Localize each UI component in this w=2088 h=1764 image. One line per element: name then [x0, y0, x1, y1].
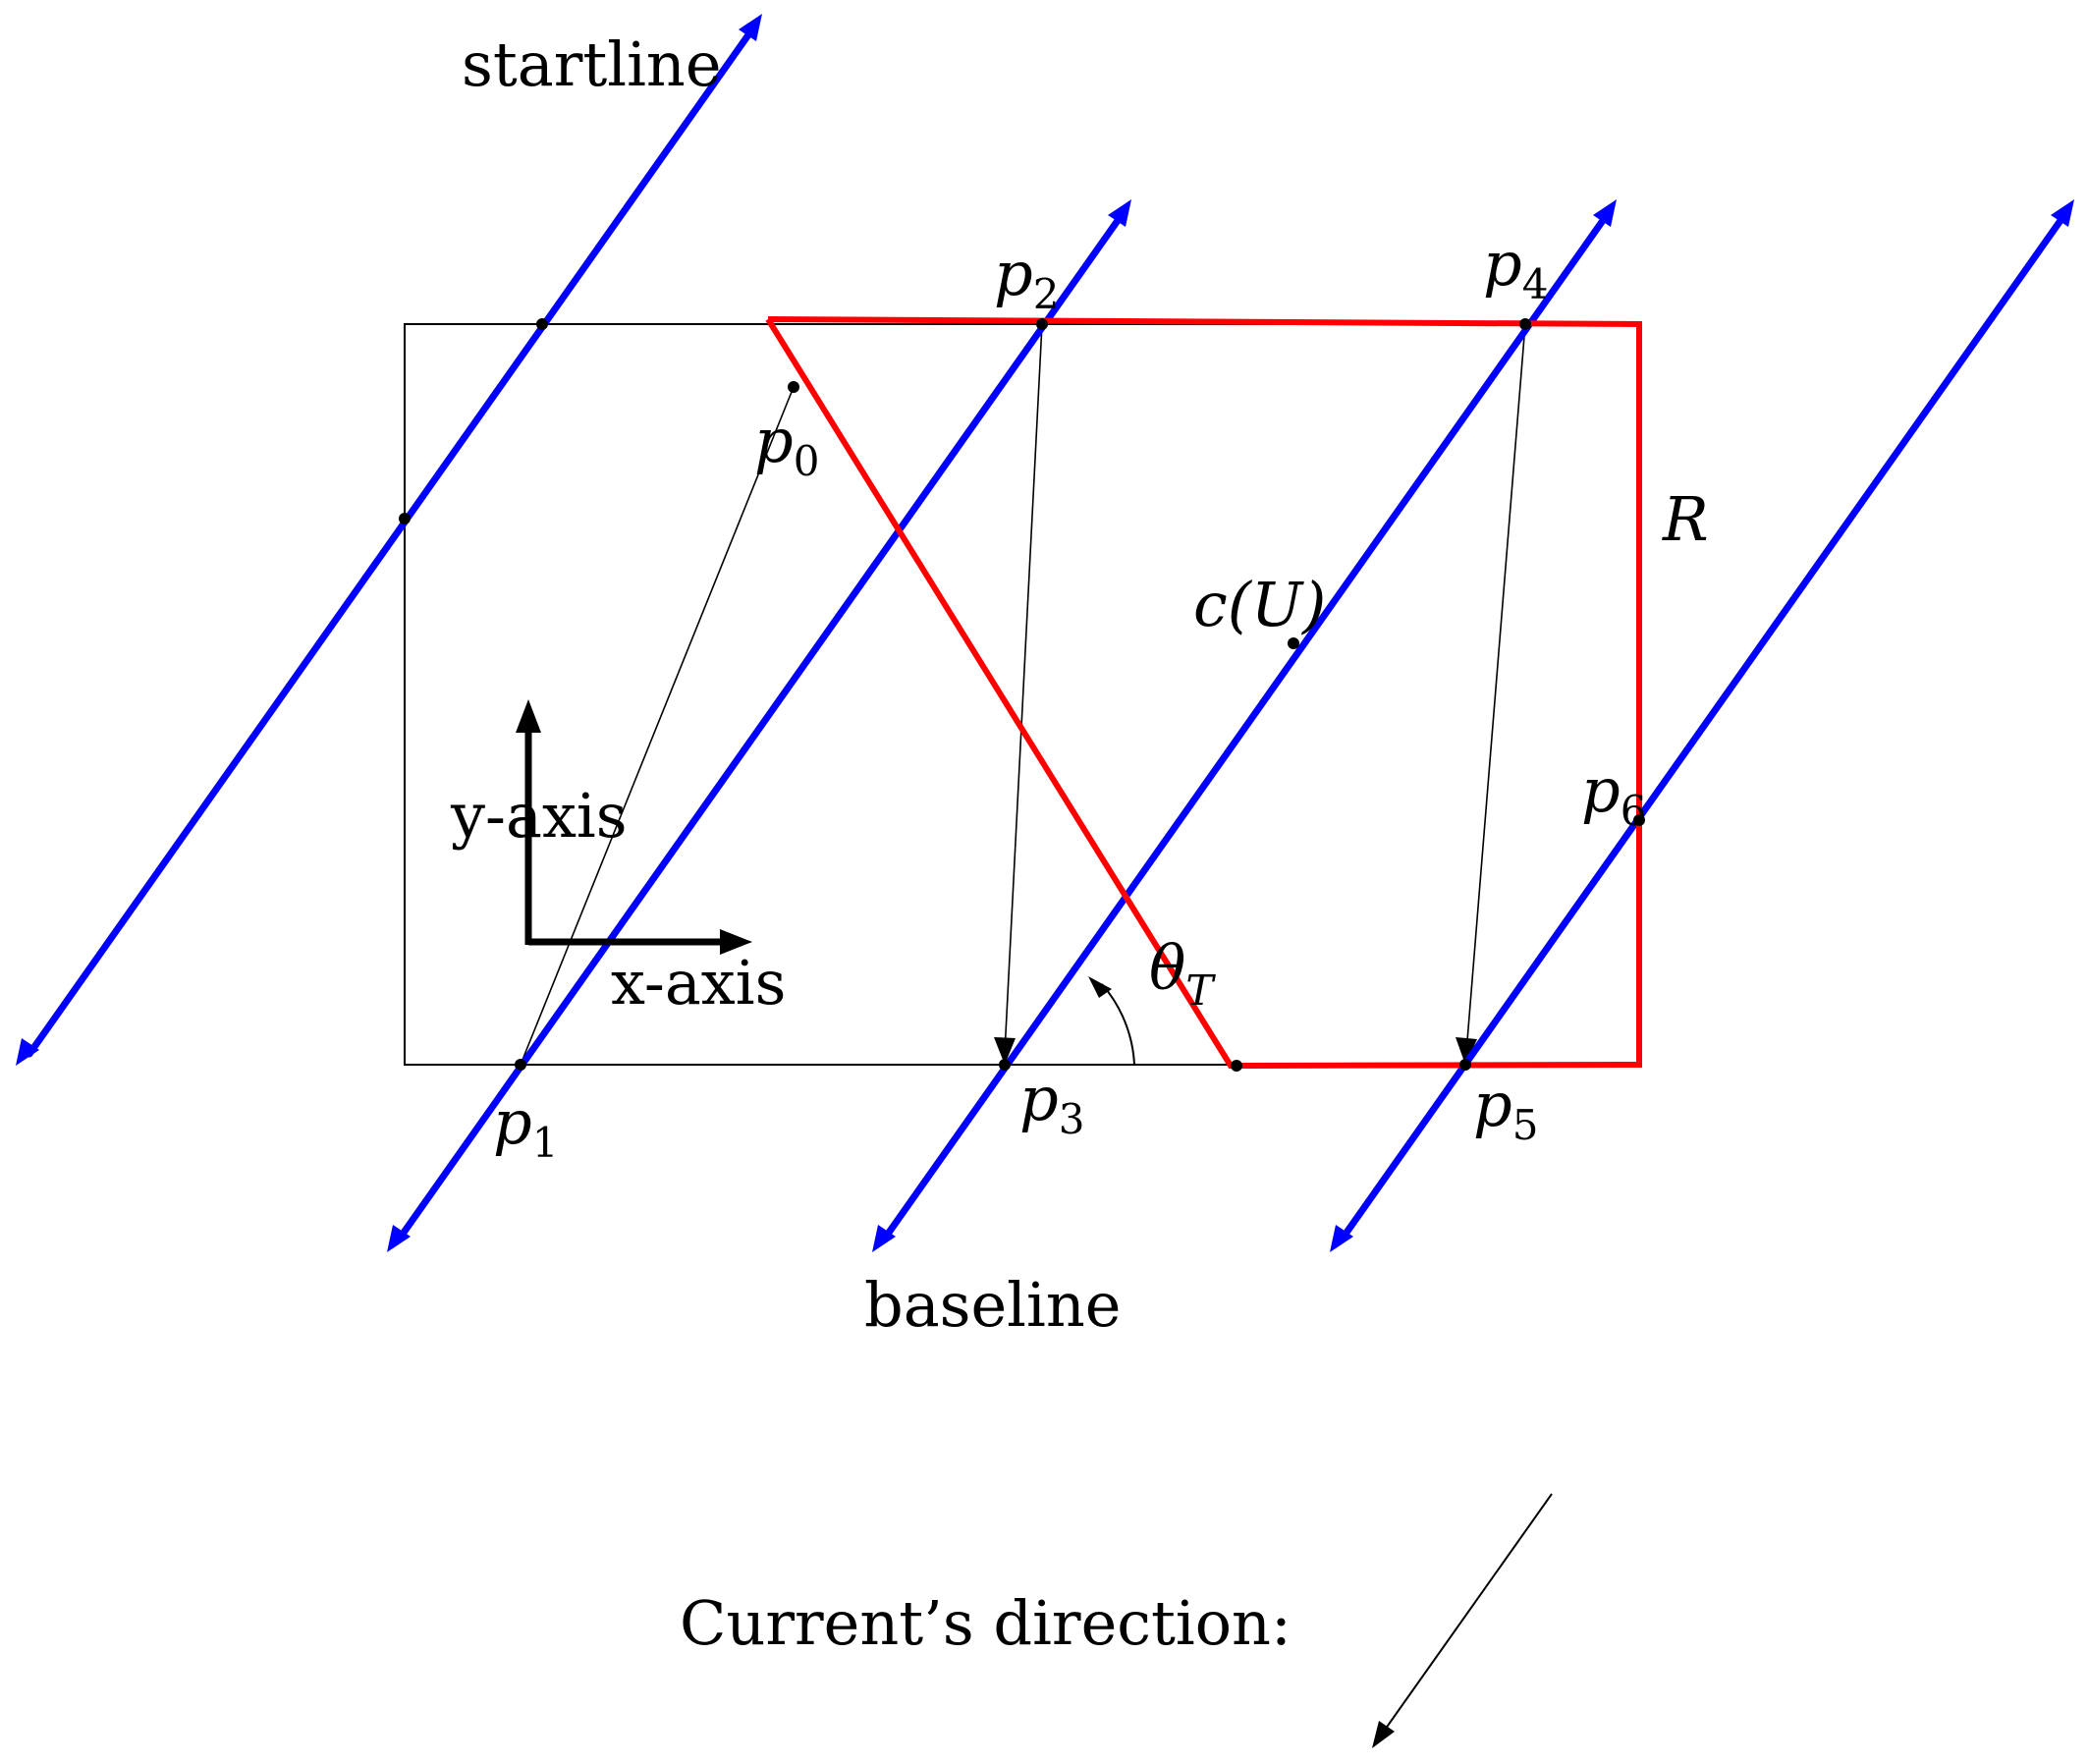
current-direction-label: Current’s direction: [680, 1587, 1291, 1659]
point-label-p0: p0 [754, 405, 819, 485]
axes [516, 699, 752, 955]
dot-p4 [1519, 318, 1531, 330]
dot-p6 [1633, 814, 1645, 826]
angle-arc [1101, 983, 1135, 1066]
arrowhead-p5 [1456, 1037, 1477, 1065]
dot-p3 [999, 1059, 1011, 1071]
point-label-p1: p1 [493, 1086, 558, 1167]
path-p4-p5 [1465, 323, 1526, 1054]
x-axis-arrowhead [720, 929, 752, 955]
track-line-startline [16, 14, 762, 1066]
region-outline [765, 316, 1642, 1070]
angle-label: θT [1149, 932, 1216, 1015]
baseline-label: baseline [864, 1269, 1121, 1341]
x-axis-label: x-axis [611, 947, 786, 1019]
arrowhead-p3 [994, 1037, 1016, 1065]
startline-label: startline [462, 28, 722, 100]
dot-startline-left [399, 513, 411, 524]
dot-p5 [1459, 1059, 1471, 1071]
dot-p0 [788, 381, 799, 393]
angle-arrowhead [1088, 976, 1112, 998]
point-label-p4: p4 [1483, 228, 1548, 308]
current-direction-arrowhead [1372, 1721, 1395, 1748]
region-label: R [1662, 483, 1709, 555]
current-direction-arrow [1382, 1493, 1553, 1734]
point-label-p2: p2 [994, 238, 1059, 318]
path-p2-p3 [1004, 323, 1043, 1054]
dot-p2 [1036, 318, 1048, 330]
dot-region-corner [1231, 1060, 1242, 1072]
point-label-p3: p3 [1019, 1063, 1084, 1143]
centroid-label: c(U) [1193, 569, 1326, 640]
angle-subscript: T [1185, 966, 1216, 1015]
dot-p1 [515, 1059, 526, 1071]
point-label-p5: p5 [1473, 1069, 1538, 1149]
dot-centroid [1288, 637, 1299, 649]
y-axis-label: y-axis [450, 780, 628, 852]
angle-symbol: θ [1149, 932, 1185, 1004]
y-axis-arrowhead [516, 699, 541, 733]
point-label-p6: p6 [1581, 754, 1646, 835]
dot-startline-top [536, 318, 548, 330]
path-p0-p1 [520, 386, 795, 1066]
track-line-4 [1330, 199, 2074, 1252]
point-dots [399, 318, 1645, 1072]
